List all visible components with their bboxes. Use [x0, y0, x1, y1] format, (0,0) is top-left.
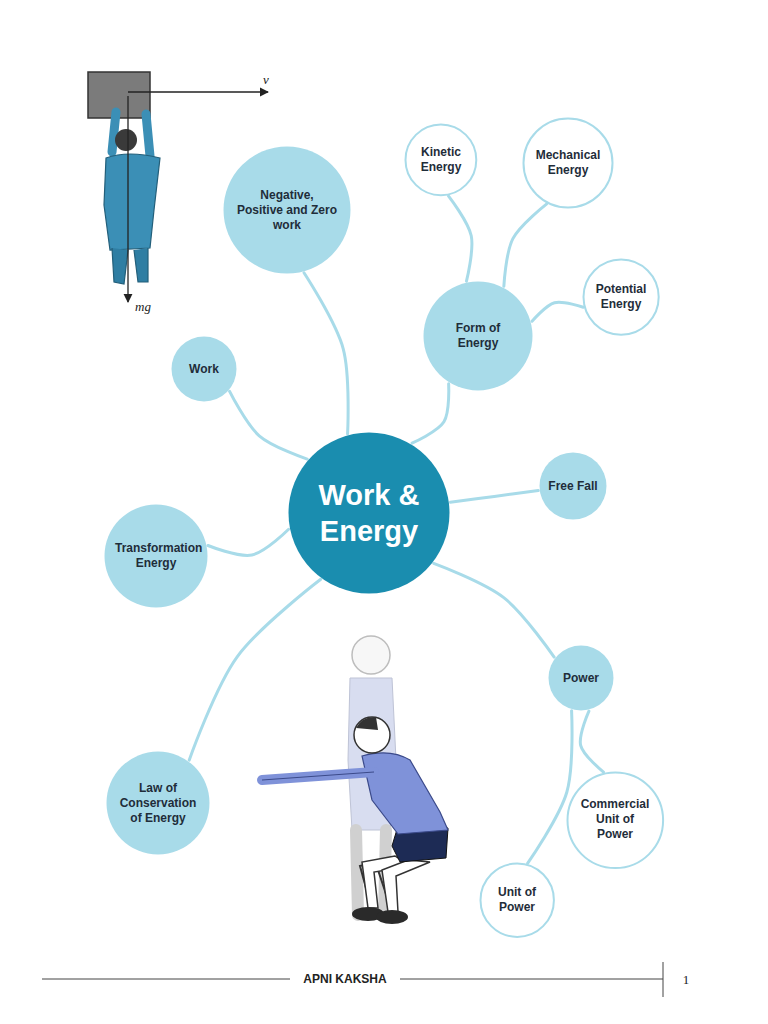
branch-line: [208, 529, 289, 555]
page-number: 1: [681, 972, 692, 988]
footer-rule: [42, 962, 663, 997]
branch-line: [528, 711, 572, 864]
circle-shape: [424, 282, 533, 391]
topic-text: Work & Energy: [306, 477, 433, 550]
circle-shape: [289, 433, 450, 594]
topic-text: Transformation Energy: [115, 541, 197, 571]
vector-label: mg: [133, 299, 153, 315]
topic-circle: Work: [170, 335, 238, 403]
topic-text: Unit of Power: [488, 885, 545, 915]
circle-shape: [172, 337, 237, 402]
topic-text: Law of Conservation of Energy: [117, 781, 199, 826]
vector-label: v: [261, 72, 271, 88]
circle-shape: [540, 453, 607, 520]
topic-circle: Commercial Unit of Power: [566, 771, 665, 870]
circle-shape: [224, 147, 351, 274]
footer-brand: APNI KAKSHA: [301, 972, 388, 986]
topic-circle: Negative, Positive and Zero work: [222, 145, 352, 275]
branch-line: [189, 579, 321, 760]
topic-circle: Transformation Energy: [103, 503, 209, 609]
branch-line: [504, 204, 547, 287]
circle-shape: [549, 646, 614, 711]
topic-circle: Free Fall: [538, 451, 608, 521]
squat-figure: [262, 636, 448, 924]
topic-text: Mechanical Energy: [533, 148, 604, 178]
branch-line: [532, 302, 583, 321]
branch-line: [412, 384, 449, 443]
circle-shape: [583, 259, 658, 334]
topic-circle: Form of Energy: [422, 280, 534, 392]
circle-shape: [105, 505, 208, 608]
topic-text: Potential Energy: [591, 282, 650, 312]
circle-shape: [567, 772, 663, 868]
topic-circle: Unit of Power: [479, 862, 555, 938]
topic-circle: Potential Energy: [582, 258, 660, 336]
branch-line: [434, 563, 554, 657]
topic-text: Power: [563, 671, 599, 686]
topic-text: Commercial Unit of Power: [578, 797, 652, 842]
topic-circle: Power: [547, 644, 615, 712]
topic-circle: Kinetic Energy: [404, 123, 478, 197]
branch-line: [230, 391, 308, 459]
branch-line: [449, 196, 472, 281]
circle-outline: [287, 431, 451, 595]
topic-text: Kinetic Energy: [414, 145, 468, 175]
topic-text: Work: [189, 362, 219, 377]
circle-shape: [107, 752, 210, 855]
branch-line: [580, 711, 603, 772]
central-topic-circle: Work & Energy: [287, 431, 451, 595]
circle-shape: [524, 119, 613, 208]
circle-shape: [406, 125, 477, 196]
branch-line: [304, 273, 348, 434]
topic-circle: Mechanical Energy: [522, 117, 614, 209]
topic-text: Negative, Positive and Zero work: [237, 188, 338, 233]
topic-text: Form of Energy: [435, 321, 522, 351]
circle-shape: [480, 863, 553, 936]
topic-circle: Law of Conservation of Energy: [105, 750, 211, 856]
branch-line: [450, 491, 538, 503]
topic-text: Free Fall: [548, 479, 597, 494]
